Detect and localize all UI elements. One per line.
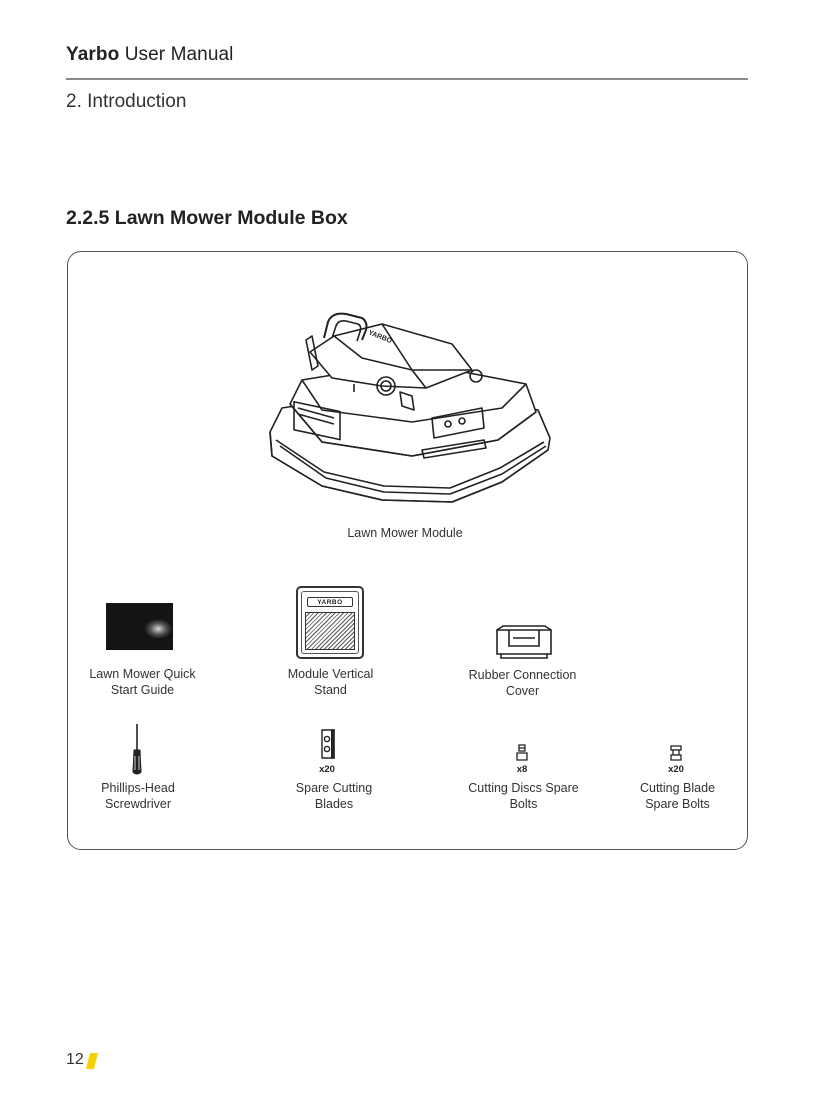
- chapter-title: 2. Introduction: [66, 91, 187, 112]
- rubber-cover-label-line2: Cover: [505, 684, 540, 698]
- brand-name: Yarbo: [66, 44, 120, 65]
- quick-start-guide-image: [106, 603, 173, 650]
- manual-title-rest: User Manual: [119, 44, 234, 65]
- disc-bolts-label-line2: Bolts: [509, 797, 538, 811]
- disc-bolt-icon: [516, 744, 528, 761]
- lawn-mower-module-label: Lawn Mower Module: [347, 526, 463, 540]
- stand-brand-text: YARBO: [317, 599, 343, 606]
- vertical-stand-label: Module Vertical Stand: [262, 666, 399, 698]
- spare-blade-icon: [321, 729, 335, 759]
- section-title: 2.2.5 Lawn Mower Module Box: [66, 207, 348, 229]
- blade-bolt-icon: [670, 745, 682, 761]
- quick-start-guide-label: Lawn Mower Quick Start Guide: [70, 666, 215, 698]
- vertical-stand-label-line2: Stand: [314, 683, 347, 697]
- screwdriver-label: Phillips-Head Screwdriver: [70, 780, 206, 812]
- rubber-cover-label-line1: Rubber Connection: [468, 668, 577, 682]
- disc-bolts-quantity: x8: [516, 764, 528, 775]
- stand-brand-plate: YARBO: [307, 597, 353, 607]
- lawn-mower-module-illustration: YARBO: [269, 312, 551, 503]
- blade-bolts-label: Cutting Blade Spare Bolts: [614, 780, 741, 812]
- screwdriver-icon: [132, 724, 142, 775]
- manual-title: Yarbo User Manual: [66, 44, 748, 66]
- blade-bolts-label-line1: Cutting Blade: [639, 781, 716, 795]
- rubber-connection-cover-illustration: [496, 625, 552, 659]
- page-number: 12: [66, 1051, 84, 1068]
- page-header: Yarbo User Manual: [66, 44, 748, 66]
- box-contents-frame: [67, 251, 748, 850]
- blade-bolts-quantity: x20: [668, 764, 684, 775]
- header-divider: [66, 78, 748, 80]
- screwdriver-label-line2: Screwdriver: [105, 797, 171, 811]
- rubber-connection-cover-label: Rubber Connection Cover: [450, 667, 595, 699]
- vertical-stand-illustration: YARBO: [296, 586, 364, 659]
- screwdriver-label-line1: Phillips-Head: [101, 781, 175, 795]
- vertical-stand-label-line1: Module Vertical: [287, 667, 374, 681]
- page-accent-mark: [86, 1053, 98, 1069]
- stand-hatched-panel: [305, 612, 355, 650]
- quick-start-guide-label-line2: Start Guide: [110, 683, 175, 697]
- quick-start-guide-label-line1: Lawn Mower Quick: [89, 667, 196, 681]
- disc-bolts-label-line1: Cutting Discs Spare: [468, 781, 579, 795]
- blade-bolts-label-line2: Spare Bolts: [645, 797, 710, 811]
- spare-blades-label-line2: Blades: [314, 797, 354, 811]
- spare-blades-label: Spare Cutting Blades: [266, 780, 402, 812]
- disc-bolts-label: Cutting Discs Spare Bolts: [448, 780, 599, 812]
- spare-blades-quantity: x20: [319, 764, 335, 775]
- spare-blades-label-line1: Spare Cutting: [295, 781, 373, 795]
